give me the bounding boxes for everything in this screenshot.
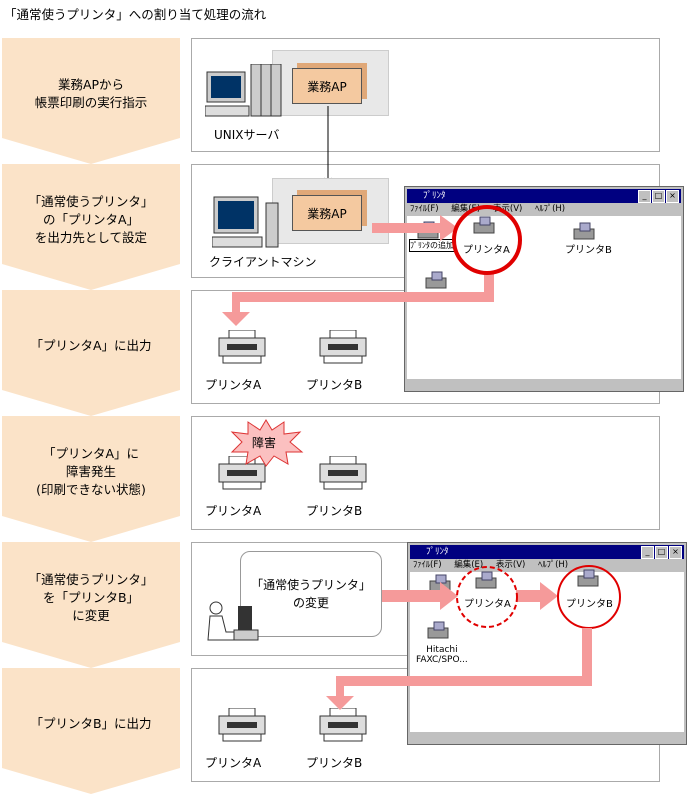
client-machine-icon xyxy=(212,196,279,248)
step-2: 「通常使うプリンタ」 の「プリンタA」 を出力先として設定 xyxy=(2,164,180,290)
step-label: 業務APから 帳票印刷の実行指示 xyxy=(34,77,148,110)
printer-b-label[interactable]: プリンタB xyxy=(566,599,613,610)
step-3: 「プリンタA」に出力 xyxy=(2,290,180,416)
status-bar xyxy=(410,732,684,742)
maximize-button[interactable]: □ xyxy=(655,546,668,559)
unix-server-label: UNIXサーバ xyxy=(214,128,280,142)
printer-a-label[interactable]: プリンタA xyxy=(464,599,511,610)
mini-printer-paper xyxy=(481,571,493,581)
printer-a-icon xyxy=(217,707,267,745)
printer-b-icon xyxy=(318,329,368,367)
window-title: ﾌﾟﾘﾝﾀ xyxy=(423,191,446,201)
printer-b-label: プリンタB xyxy=(306,378,363,392)
business-ap-1: 業務AP xyxy=(292,68,362,104)
business-ap-2: 業務AP xyxy=(292,195,362,231)
printer-a-icon xyxy=(217,455,267,493)
printer-a-icon xyxy=(217,329,267,367)
unix-server-icon xyxy=(205,64,282,117)
mini-printer-paper xyxy=(435,574,447,584)
maximize-button[interactable]: □ xyxy=(652,190,665,203)
fax-printer-label[interactable]: Hitachi FAXC/SPO... xyxy=(416,645,468,665)
close-button[interactable]: × xyxy=(666,190,679,203)
step-6: 「プリンタB」に出力 xyxy=(2,668,180,794)
printer-a-label[interactable]: プリンタA xyxy=(463,245,510,256)
printer-a-label: プリンタA xyxy=(205,504,262,518)
mini-printer-paper xyxy=(431,271,443,281)
client-machine-label: クライアントマシン xyxy=(209,255,317,269)
printer-b-label[interactable]: プリンタB xyxy=(565,245,612,256)
arrow-to-output-a xyxy=(222,272,494,326)
printer-a-label: プリンタA xyxy=(205,756,262,770)
change-bubble: 「通常使うプリンタ」 の変更 xyxy=(240,551,382,637)
fault-label: 障害 xyxy=(252,436,277,450)
printer-b-icon xyxy=(318,455,368,493)
step-1: 業務APから 帳票印刷の実行指示 xyxy=(2,38,180,164)
step-label: 「プリンタB」に出力 xyxy=(30,716,152,731)
step-4: 「プリンタA」に 障害発生 (印刷できない状態) xyxy=(2,416,180,542)
printer-window-2[interactable]: ﾌﾟﾘﾝﾀ_□× ﾌｧｲﾙ(F) 編集(E) 表示(V) ﾍﾙﾌﾟ(H) プリン… xyxy=(407,542,687,745)
mini-printer-paper xyxy=(433,621,445,631)
printer-b-icon xyxy=(318,707,368,745)
printer-b-label: プリンタB xyxy=(306,756,363,770)
window-title: ﾌﾟﾘﾝﾀ xyxy=(426,547,449,557)
printer-b-label: プリンタB xyxy=(306,504,363,518)
step-label: 「プリンタA」に 障害発生 (印刷できない状態) xyxy=(36,446,146,497)
arrow-a-to-b xyxy=(516,582,558,610)
step-5: 「通常使うプリンタ」 を「プリンタB」 に変更 xyxy=(2,542,180,668)
arrow-to-window-2 xyxy=(382,582,458,610)
mini-printer-paper xyxy=(579,222,591,232)
minimize-button[interactable]: _ xyxy=(638,190,651,203)
step-label: 「通常使うプリンタ」 を「プリンタB」 に変更 xyxy=(28,572,154,623)
arrow-to-output-b xyxy=(326,628,592,710)
operator-icon xyxy=(207,601,259,641)
mini-printer-paper xyxy=(583,569,595,579)
minimize-button[interactable]: _ xyxy=(641,546,654,559)
diagram-title: 「通常使うプリンタ」への割り当て処理の流れ xyxy=(4,7,267,22)
step-label: 「通常使うプリンタ」 の「プリンタA」 を出力先として設定 xyxy=(28,194,154,245)
close-button[interactable]: × xyxy=(669,546,682,559)
status-bar xyxy=(407,379,681,389)
fault-burst-icon xyxy=(230,419,304,467)
step-label: 「プリンタA」に出力 xyxy=(30,338,152,353)
arrow-to-printer-a xyxy=(372,215,458,241)
printer-a-dashed-circle xyxy=(456,566,518,628)
printer-a-label: プリンタA xyxy=(205,378,262,392)
printer-a-highlight-circle xyxy=(452,205,522,275)
mini-printer-paper xyxy=(479,216,491,226)
